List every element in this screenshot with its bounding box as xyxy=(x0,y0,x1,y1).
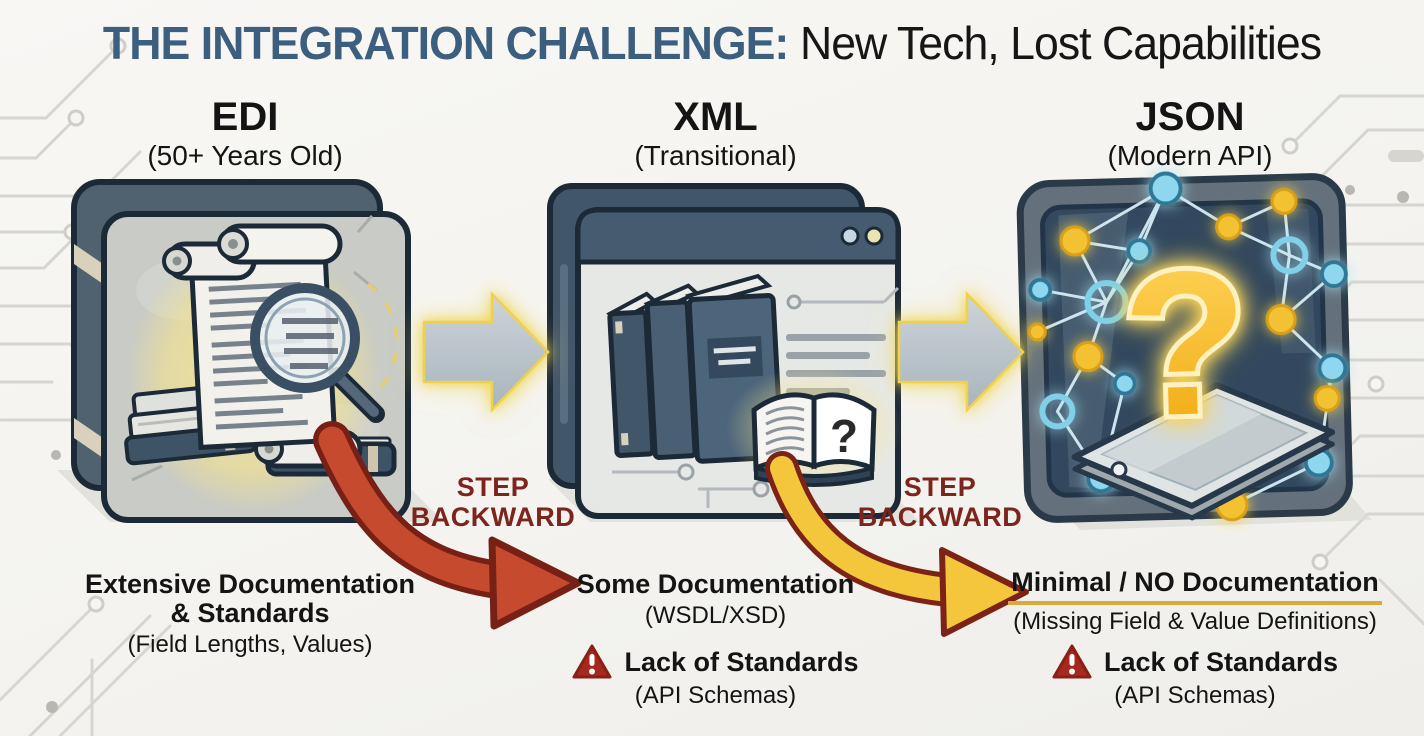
circuit-dot xyxy=(51,450,61,460)
glow-dashed-arc xyxy=(366,282,399,390)
json-warning: Lack of Standards (API Schemas) xyxy=(1000,644,1390,710)
xml-name: XML xyxy=(673,95,758,139)
xml-illustration: ? xyxy=(547,183,920,522)
tablet-icon xyxy=(1071,382,1336,521)
warning-icon xyxy=(1052,644,1092,679)
warning-icon xyxy=(572,644,612,679)
xml-subtitle: (Transitional) xyxy=(634,140,797,171)
magnifier-icon xyxy=(250,283,385,423)
circuit-dot xyxy=(1345,185,1355,195)
title-highlight: THE INTEGRATION CHALLENGE: xyxy=(102,17,789,69)
question-mark-icon: ? xyxy=(1120,227,1251,459)
yellow-nodes xyxy=(1027,187,1341,522)
window-dot-blue xyxy=(840,226,860,246)
xml-caption: Some Documentation (WSDL/XSD) xyxy=(576,569,855,630)
json-illustration: ? xyxy=(1016,171,1372,530)
edi-illustration xyxy=(57,179,444,523)
xml-warning: Lack of Standards (API Schemas) xyxy=(528,644,903,710)
window-dot-yellow xyxy=(864,226,884,246)
title-rest: New Tech, Lost Capabilities xyxy=(799,17,1322,69)
xml-column-header: XML (Transitional) xyxy=(528,96,903,172)
circuit-dot xyxy=(1397,191,1409,203)
edi-caption: Extensive Documentation & Standards (Fie… xyxy=(84,569,416,659)
book-question-mark: ? xyxy=(830,410,858,462)
json-name: JSON xyxy=(1135,95,1245,139)
json-subtitle: (Modern API) xyxy=(1107,140,1273,171)
page-title: THE INTEGRATION CHALLENGE:New Tech, Lost… xyxy=(21,16,1402,70)
step-backward-label-1: STEP BACKWARD xyxy=(410,472,576,532)
json-caption: Minimal / NO Documentation (Missing Fiel… xyxy=(1000,568,1390,636)
circuit-bar xyxy=(1388,150,1424,162)
edi-column-header: EDI (50+ Years Old) xyxy=(55,96,435,172)
json-column-header: JSON (Modern API) xyxy=(1000,96,1380,172)
edi-subtitle: (50+ Years Old) xyxy=(147,140,343,171)
step-backward-label-2: STEP BACKWARD xyxy=(857,472,1023,532)
json-caption-underlined: Minimal / NO Documentation xyxy=(1008,568,1382,605)
circuit-dot xyxy=(46,701,58,713)
edi-name: EDI xyxy=(211,95,279,139)
